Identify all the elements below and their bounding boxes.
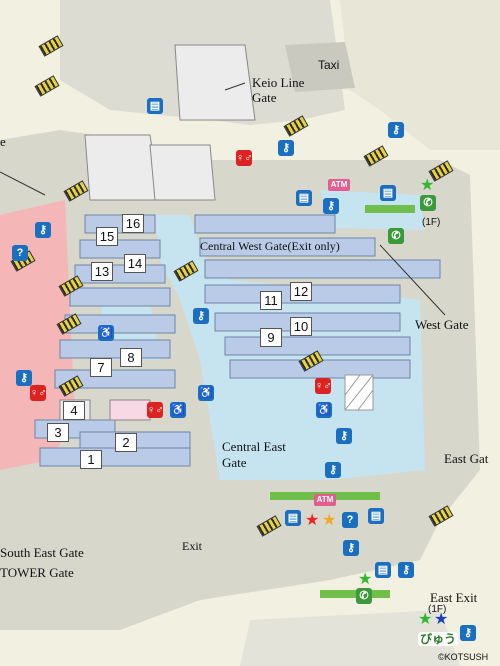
star-icon: ★ [418, 611, 433, 628]
locker-icon[interactable]: ⚷ [325, 462, 341, 478]
platform-number-4: 4 [63, 401, 85, 420]
locker-icon[interactable]: ⚷ [336, 428, 352, 444]
green-window-icon[interactable]: ✆ [388, 228, 404, 244]
star-icon: ★ [322, 512, 337, 529]
platform-number-1: 1 [80, 450, 102, 469]
platform-number-8: 8 [120, 348, 142, 367]
restroom-icon[interactable]: ♀♂ [236, 150, 253, 166]
east-gate-label: East Gat [444, 451, 489, 466]
locker-icon[interactable]: ⚷ [343, 540, 359, 556]
floor-1f-label-lower: (1F) [428, 604, 447, 615]
platform-number-11: 11 [260, 291, 282, 310]
restroom-icon[interactable]: ♀♂ [30, 385, 47, 401]
star-icon: ★ [434, 611, 449, 628]
star-icon: ★ [305, 512, 320, 529]
elevator-icon[interactable]: ▤ [380, 185, 396, 201]
star-icon: ★ [420, 177, 435, 194]
green-window-icon[interactable]: ✆ [420, 195, 436, 211]
platform-number-13: 13 [91, 262, 113, 281]
elevator-icon[interactable]: ▤ [375, 562, 391, 578]
keio-line-gate-label-line2: Gate [252, 90, 277, 105]
exit-label: Exit [182, 539, 202, 553]
locker-icon[interactable]: ⚷ [460, 625, 476, 641]
locker-icon[interactable]: ⚷ [193, 308, 209, 324]
central-east-gate-label-line2: Gate [222, 455, 247, 470]
elevator-icon[interactable]: ▤ [296, 190, 312, 206]
platform-number-12: 12 [290, 282, 312, 301]
floor-1f-label-upper: (1F) [422, 217, 441, 228]
tower-gate-label: TOWER Gate [0, 565, 74, 580]
central-west-gate-label: Central West Gate(Exit only) [200, 239, 340, 253]
restroom-icon[interactable]: ♀♂ [315, 378, 332, 394]
toilet-icon[interactable]: ♿ [98, 325, 114, 341]
left-edge-label-fragment: e [0, 134, 6, 149]
wheelchair-icon[interactable]: ♿ [316, 402, 332, 418]
locker-icon[interactable]: ⚷ [323, 198, 339, 214]
green-window-icon[interactable]: ✆ [356, 588, 372, 604]
platform-number-16: 16 [122, 214, 144, 233]
copyright-label: ©KOTSUSH [438, 652, 489, 662]
locker-icon[interactable]: ⚷ [398, 562, 414, 578]
locker-icon[interactable]: ⚷ [35, 222, 51, 238]
platform-number-9: 9 [260, 328, 282, 347]
locker-icon[interactable]: ⚷ [388, 122, 404, 138]
platform-number-10: 10 [290, 317, 312, 336]
central-east-gate-label-line1: Central East [222, 439, 286, 454]
locker-icon[interactable]: ⚷ [278, 140, 294, 156]
south-east-gate-label: South East Gate [0, 545, 84, 560]
west-gate-label: West Gate [415, 317, 469, 332]
platform-number-7: 7 [90, 358, 112, 377]
platform-number-2: 2 [115, 433, 137, 452]
elevator-icon[interactable]: ▤ [147, 98, 163, 114]
viewcard-logo[interactable]: びゅう [418, 632, 459, 646]
toilet-icon[interactable]: ♿ [198, 385, 214, 401]
atm-icon[interactable]: ATM [314, 494, 336, 506]
information-icon[interactable]: ? [12, 245, 28, 261]
atm-icon[interactable]: ATM [328, 179, 350, 191]
wheelchair-icon[interactable]: ♿ [170, 402, 186, 418]
platform-number-3: 3 [47, 423, 69, 442]
information-icon[interactable]: ? [342, 512, 358, 528]
elevator-icon[interactable]: ▤ [368, 508, 384, 524]
platform-number-14: 14 [124, 254, 146, 273]
star-icon: ★ [358, 571, 373, 588]
east-exit-label: East Exit [430, 590, 478, 605]
taxi-label: Taxi [318, 58, 340, 72]
platform-number-15: 15 [96, 227, 118, 246]
locker-icon[interactable]: ⚷ [16, 370, 32, 386]
restroom-icon[interactable]: ♀♂ [147, 402, 164, 418]
keio-line-gate-label-line1: Keio Line [252, 75, 305, 90]
elevator-icon[interactable]: ▤ [285, 510, 301, 526]
